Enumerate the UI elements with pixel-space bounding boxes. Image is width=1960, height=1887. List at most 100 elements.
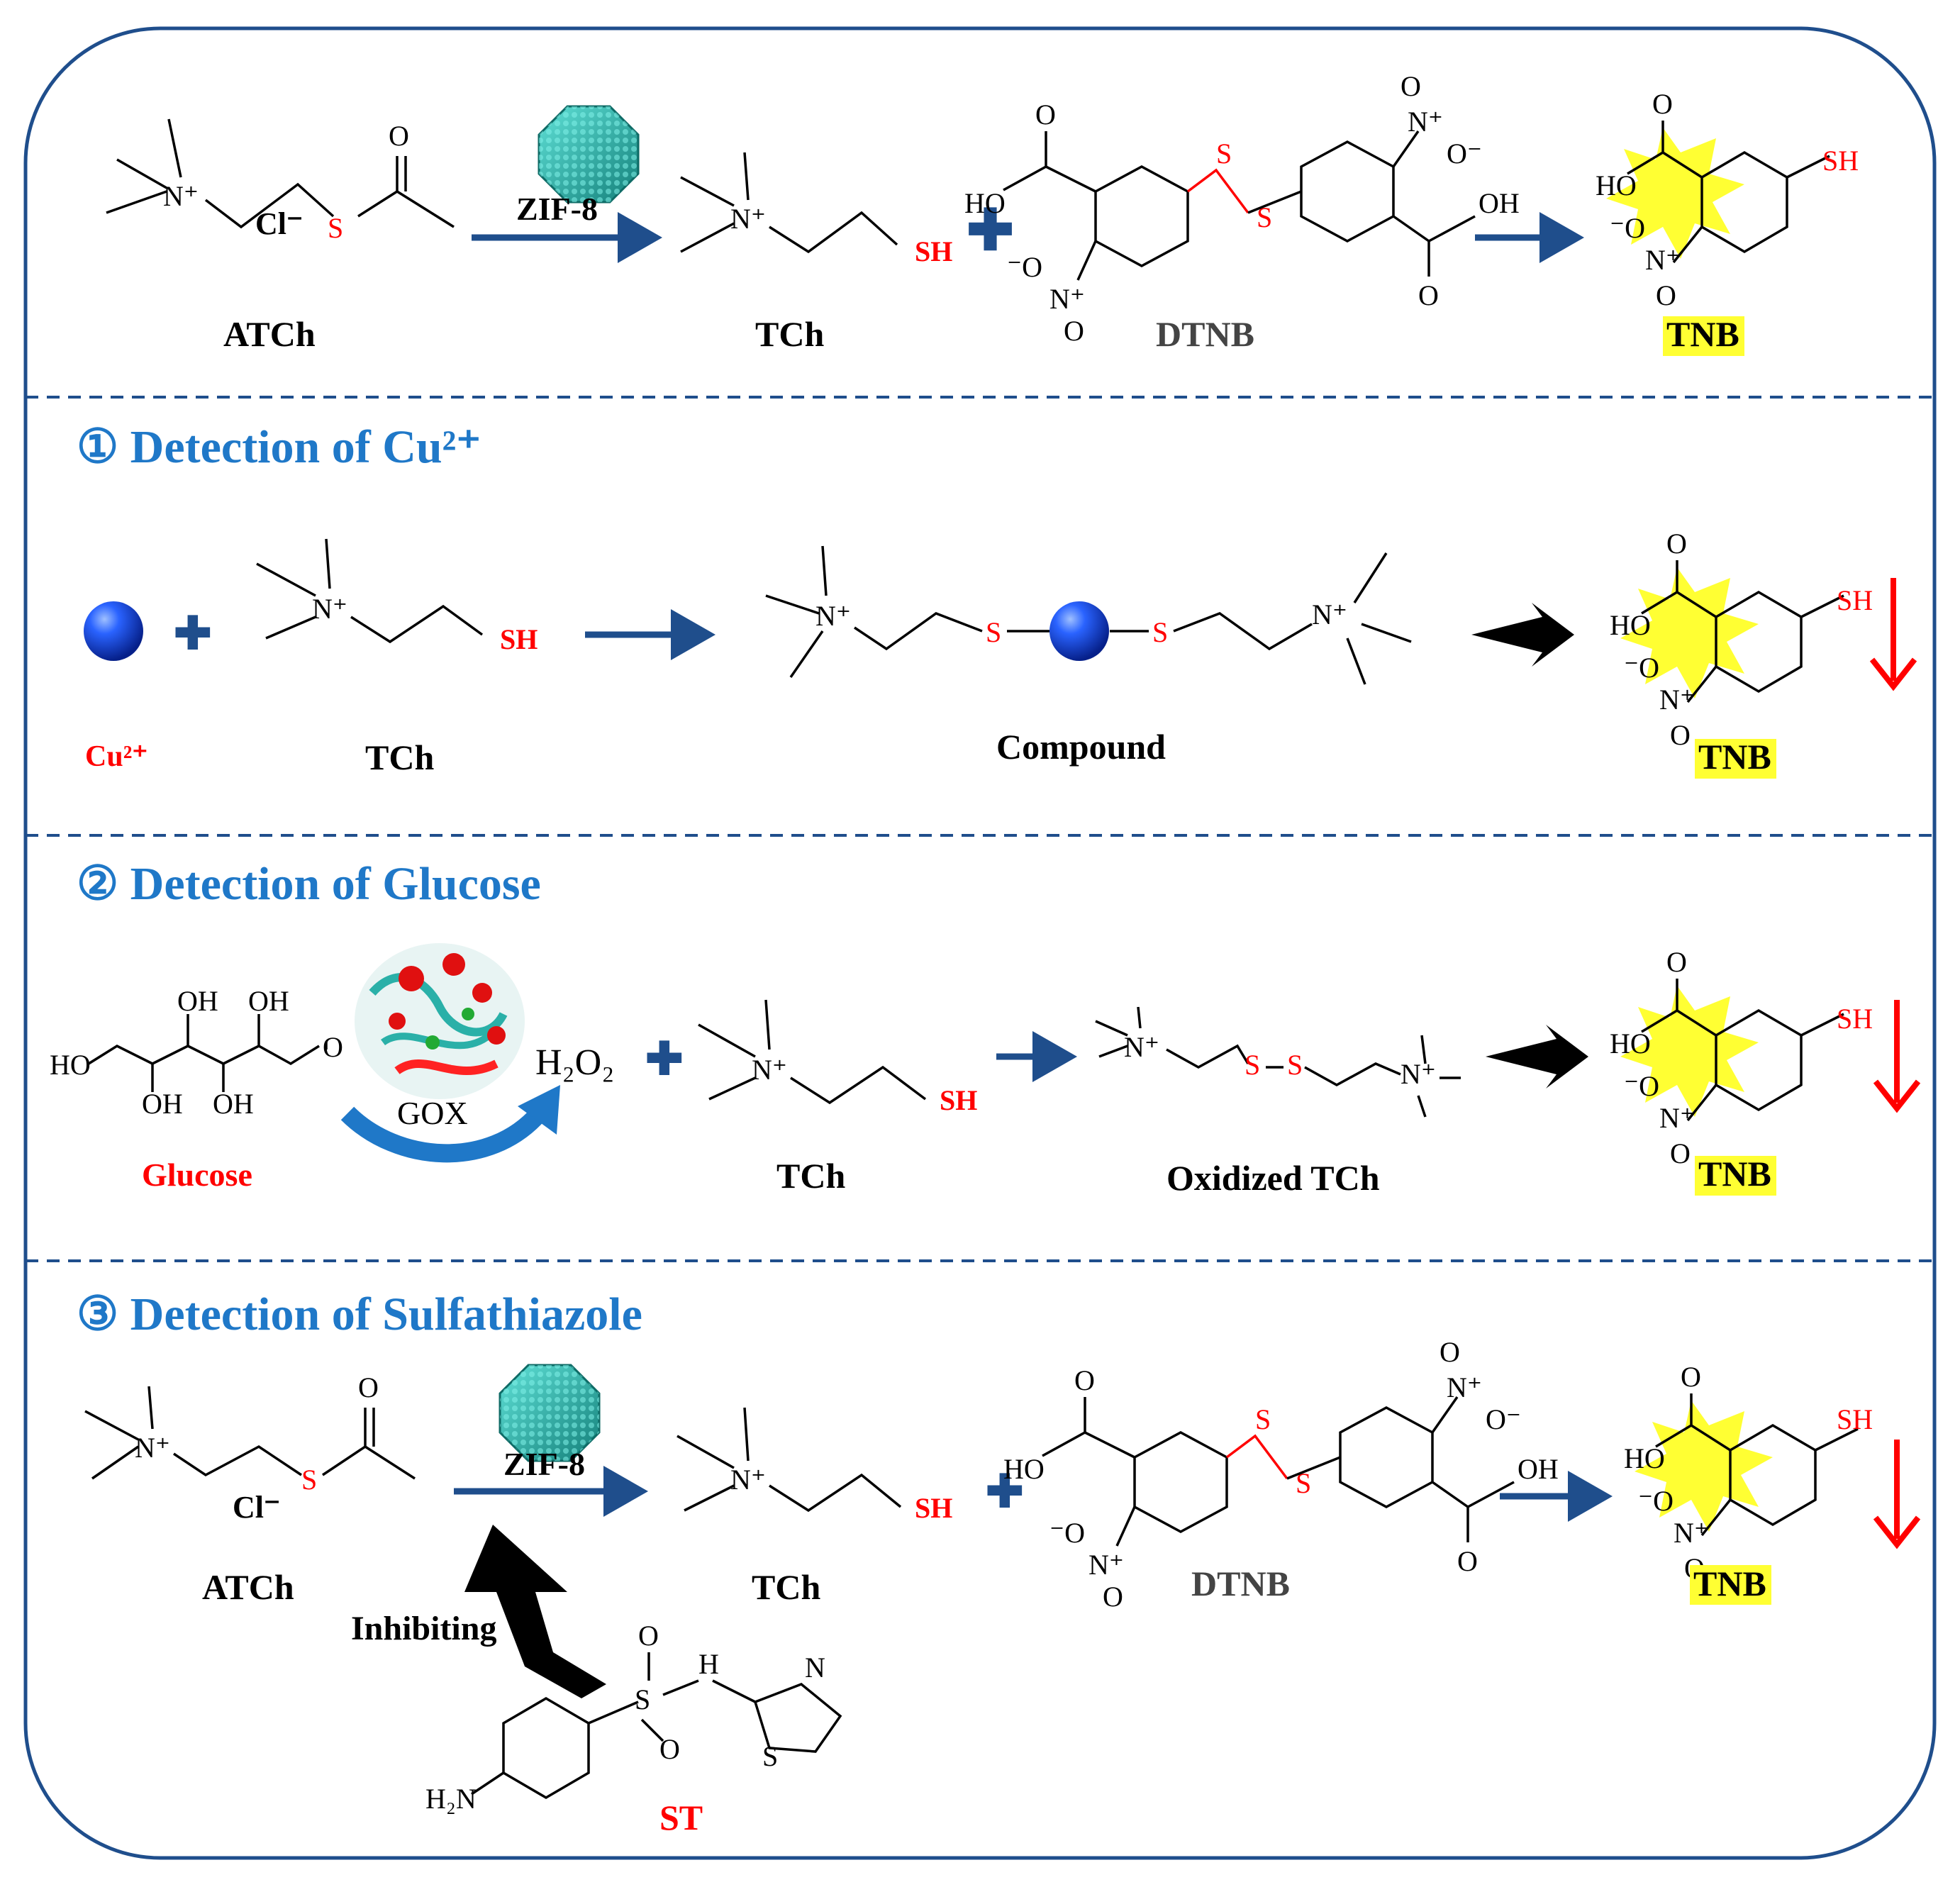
structure-line	[1346, 552, 1412, 685]
structure-line	[1094, 165, 1189, 267]
s3-dtnb-label: DTNB	[1191, 1564, 1290, 1603]
structure-line	[487, 1026, 506, 1045]
section1-title: ① Detection of Cu²⁺	[77, 421, 481, 473]
atom-label: SH	[1837, 1003, 1873, 1035]
atom-label: HO	[964, 187, 1006, 219]
atom-label: OH	[142, 1088, 183, 1120]
structure-line	[1186, 168, 1249, 214]
oxidized-tch-label: Oxidized TCh	[1166, 1158, 1380, 1198]
structure-line	[357, 156, 455, 228]
structure-line	[322, 1408, 416, 1480]
cu-sphere-icon	[84, 601, 143, 661]
st-label: ST	[659, 1798, 703, 1837]
atom-label: O	[659, 1733, 680, 1765]
atom-label: O	[1064, 315, 1084, 347]
atom-label: OH	[1518, 1453, 1559, 1485]
atom-label: O	[1670, 1137, 1691, 1169]
s3-dtnb-molecule: O HO N⁺ ⁻O O S S N⁺ O O⁻ OH O	[1003, 1336, 1559, 1613]
down-arrow-icon	[1869, 578, 1917, 691]
structure-line	[88, 1044, 320, 1066]
structure-line	[1300, 140, 1395, 243]
structure-line	[1417, 1035, 1461, 1118]
top-tnb-label-bg	[1663, 316, 1744, 356]
structure-line	[500, 1365, 599, 1461]
oxidized-tch-molecule: N⁺ S S N⁺	[1095, 1006, 1461, 1118]
glucose-molecule: HO O OH OH OH OH	[50, 985, 343, 1120]
atom-label: N	[805, 1652, 825, 1683]
structure-line	[1641, 560, 1844, 703]
atom-label: HO	[1003, 1453, 1045, 1485]
atom-label: OH	[248, 985, 289, 1017]
s-atom: S	[328, 212, 343, 244]
s3-atch-molecule: N⁺ S O Cl⁻	[84, 1371, 416, 1525]
top-atch-molecule: N⁺ S O Cl⁻	[106, 118, 455, 244]
structure-line	[1873, 1515, 1921, 1549]
gox-label: GOX	[397, 1095, 468, 1131]
top-sh: SH	[915, 235, 952, 267]
structure-line	[1339, 1406, 1434, 1508]
structure-line	[769, 211, 898, 254]
structure-line	[640, 1652, 699, 1742]
atom-label: N⁺	[163, 180, 199, 212]
gox-enzyme-icon	[355, 943, 525, 1099]
atom-label: O	[389, 120, 409, 152]
structure-line	[462, 1008, 474, 1020]
s3-tnb-molecule: O HO N⁺ ⁻O O SH	[1624, 1361, 1873, 1584]
atom-label: O⁻	[1486, 1403, 1521, 1435]
atom-label: S	[1255, 1403, 1271, 1435]
atom-label: S	[1287, 1049, 1303, 1081]
atom-label: N⁺	[1659, 684, 1695, 716]
s1-tch-molecule: N⁺ SH	[256, 538, 538, 655]
atom-label: SH	[1837, 1403, 1873, 1435]
structure-line	[471, 1700, 639, 1796]
atom-label: O	[1035, 99, 1056, 130]
atom-label: ⁻O	[1049, 1517, 1085, 1549]
structure-line	[1620, 567, 1759, 698]
atom-label: O	[1670, 719, 1691, 751]
top-dtnb-molecule: O HO N⁺ ⁻O O S S N⁺ O O⁻ OH O	[964, 70, 1520, 347]
atom-label: O	[1666, 528, 1687, 560]
atom-label: S	[986, 616, 1001, 648]
atom-label: O	[1681, 1361, 1701, 1393]
structure-line	[1173, 612, 1313, 651]
structure-line	[369, 973, 508, 1037]
s3-counter-ion: Cl⁻	[233, 1490, 280, 1525]
glucose-label: Glucose	[142, 1157, 252, 1193]
atom-label: H₂N	[425, 1783, 477, 1815]
structure-line	[1225, 1434, 1288, 1480]
atom-label: HO	[50, 1049, 91, 1081]
structure-line	[472, 983, 492, 1003]
atom-label: SH	[1822, 145, 1859, 177]
atom-label: HO	[1596, 169, 1637, 201]
s1-tnb-label-bg	[1695, 739, 1776, 779]
atom-label: O	[323, 1031, 343, 1063]
atom-label: O	[1656, 279, 1676, 311]
atom-label: O⁻	[1447, 138, 1482, 169]
structure-line	[1247, 130, 1476, 277]
structure-line	[173, 1445, 302, 1477]
s1-tnb-label: TNB	[1698, 737, 1771, 776]
structure-line	[539, 106, 638, 202]
atom-label: S	[1152, 616, 1168, 648]
atom-label: ⁻O	[1007, 251, 1042, 283]
plus-icon: ✚	[967, 200, 1014, 262]
s1-tch-label: TCh	[365, 737, 434, 777]
plus-icon: ✚	[174, 608, 212, 659]
structure-line	[1166, 1044, 1249, 1069]
atom-label: O	[1103, 1581, 1123, 1613]
atom-label: N⁺	[135, 1432, 170, 1464]
s3-atch-label: ATCh	[202, 1567, 294, 1607]
s3-tnb-label: TNB	[1693, 1564, 1766, 1603]
s2-tnb-label-bg	[1695, 1156, 1776, 1196]
atom-label: OH	[1479, 187, 1520, 219]
structure-line	[1003, 131, 1097, 281]
structure-line	[680, 152, 750, 253]
curved-arrow-head	[518, 1085, 560, 1135]
structure-line	[1873, 1079, 1921, 1113]
s2-black-arrow	[1486, 1025, 1588, 1089]
structure-line	[1304, 1062, 1401, 1086]
atom-label: S	[1245, 1049, 1260, 1081]
atom-label: S	[301, 1464, 317, 1496]
structure-line	[394, 1059, 499, 1075]
